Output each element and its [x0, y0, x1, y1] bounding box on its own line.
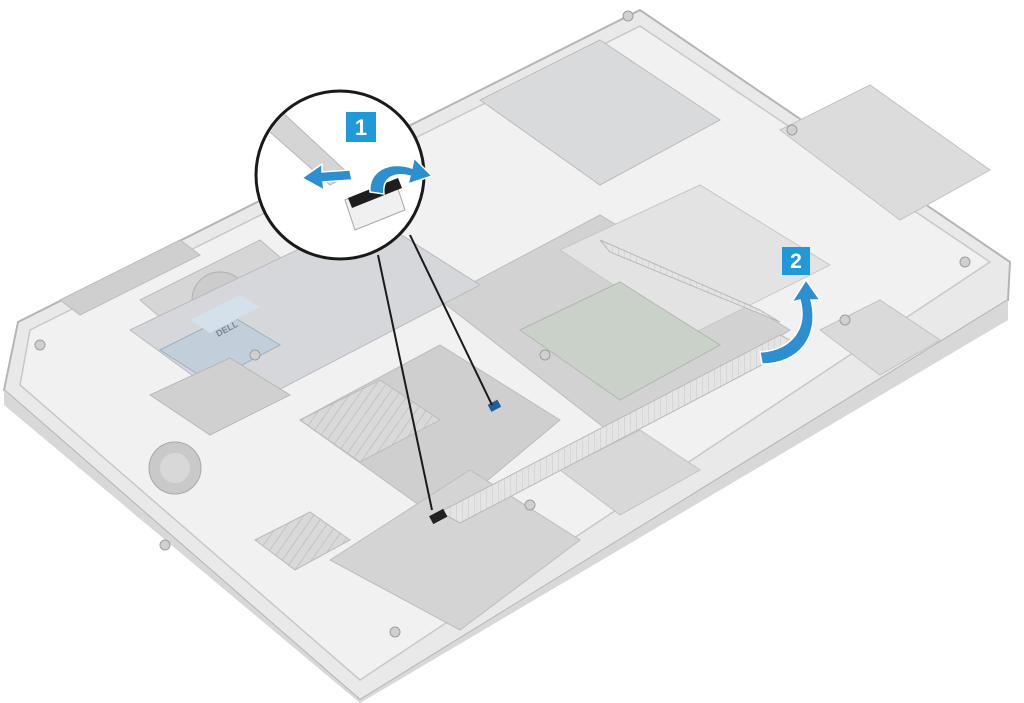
flex-ribbon-cable — [438, 239, 802, 524]
step-badge-2: 2 — [782, 247, 810, 275]
cable-connector-primary — [429, 508, 448, 525]
step-number-1: 1 — [355, 115, 367, 140]
coin-cell-battery — [148, 441, 202, 495]
speaker-module — [559, 84, 991, 516]
step-number-2: 2 — [790, 250, 802, 273]
lift-arrow-icon — [759, 278, 822, 365]
wlan-card: DELL — [158, 295, 282, 383]
ssd-module — [148, 357, 292, 436]
step-badge-1: 1 — [346, 112, 376, 142]
shield-foil — [254, 379, 441, 571]
latch-flip-icon — [369, 156, 434, 195]
zoom-callout — [254, 89, 434, 261]
release-arrow-icon — [300, 162, 353, 192]
callout-leader-lines — [377, 234, 493, 511]
screw-holes — [34, 10, 971, 638]
cable-connector-secondary — [487, 399, 502, 412]
touchpad-board — [519, 184, 832, 401]
